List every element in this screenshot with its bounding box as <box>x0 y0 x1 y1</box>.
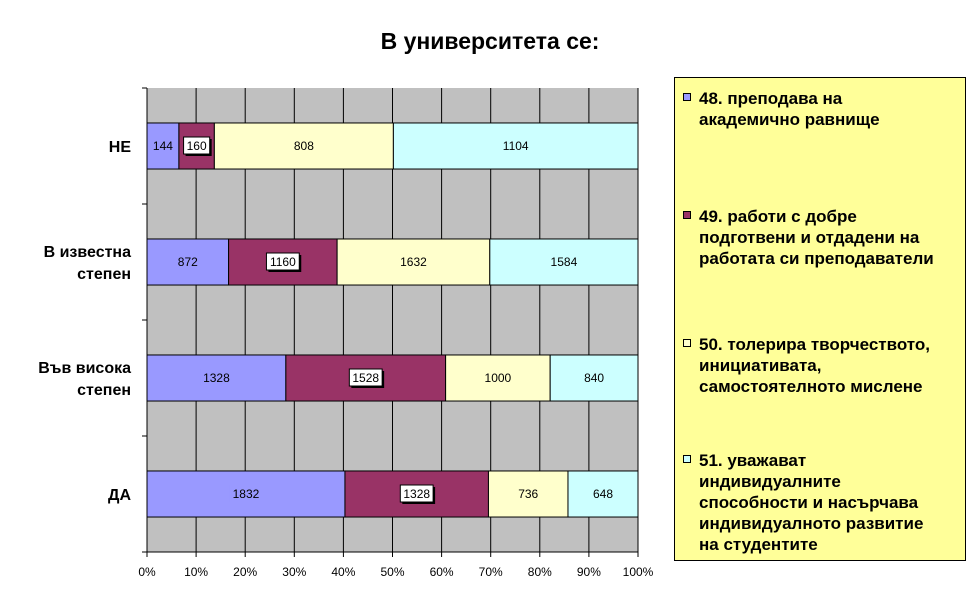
data-label-text: 144 <box>153 139 173 153</box>
data-label: 872 <box>174 253 201 270</box>
category-label: ДА <box>108 487 131 504</box>
data-label: 144 <box>149 137 177 154</box>
data-labels: 144 160 808 1104 872 1160 1632 1584 1328 1528 1000… <box>149 136 617 504</box>
data-label-text: 808 <box>294 139 314 153</box>
chart-title: В университета се: <box>380 28 600 54</box>
data-label-text: 160 <box>187 139 207 153</box>
data-label: 160 <box>183 136 212 156</box>
category-label-line: Във висока <box>38 360 131 377</box>
data-label-text: 1328 <box>403 487 430 501</box>
category-label-line: НЕ <box>109 139 132 156</box>
data-label-text: 1832 <box>233 487 260 501</box>
data-label-box <box>348 368 383 387</box>
data-label: 1328 <box>399 484 436 504</box>
data-label-text: 1104 <box>503 139 529 153</box>
data-label-box <box>399 484 434 503</box>
data-label-box <box>481 369 515 386</box>
data-label-box <box>589 485 617 502</box>
data-label-box <box>174 253 201 270</box>
data-label: 1832 <box>229 485 263 502</box>
data-label: 808 <box>290 137 317 154</box>
data-label-box <box>200 369 233 386</box>
data-label-text: 648 <box>593 487 613 501</box>
x-tick-label: 40% <box>331 565 355 579</box>
data-label-box <box>265 252 300 271</box>
x-tick-label: 50% <box>380 565 404 579</box>
data-label-box <box>499 137 533 154</box>
x-tick-label: 0% <box>138 565 156 579</box>
category-label: В известна степен <box>44 244 132 283</box>
x-tick-label: 10% <box>184 565 208 579</box>
data-label-text: 1584 <box>551 255 578 269</box>
data-label-text: 840 <box>584 371 604 385</box>
data-label: 1104 <box>499 137 533 154</box>
category-label-line: В известна <box>44 244 132 261</box>
x-tick-label: 30% <box>282 565 306 579</box>
data-label: 648 <box>589 485 617 502</box>
legend-swatch <box>683 455 691 463</box>
x-tick-label: 80% <box>528 565 552 579</box>
data-label-box <box>290 137 317 154</box>
data-label-text: 1160 <box>270 255 296 269</box>
data-label-text: 1000 <box>485 371 512 385</box>
data-label: 1528 <box>348 368 385 388</box>
data-label: 840 <box>581 369 608 386</box>
data-label-text: 1328 <box>203 371 230 385</box>
data-label-box <box>149 137 177 154</box>
category-label: Във висока степен <box>38 360 131 399</box>
x-tick-label: 70% <box>479 565 503 579</box>
category-label-line: степен <box>77 266 131 283</box>
data-label-box <box>183 136 211 155</box>
x-tick-label: 60% <box>430 565 454 579</box>
data-label: 1328 <box>200 369 233 386</box>
data-label: 1000 <box>481 369 515 386</box>
data-label-box <box>547 253 581 270</box>
data-label-box <box>397 253 430 270</box>
legend-swatch <box>683 339 691 347</box>
data-label: 1632 <box>397 253 430 270</box>
legend-label: 50. толерира творчеството,инициативата,с… <box>699 335 931 396</box>
legend-swatch <box>683 211 691 219</box>
legend-swatch <box>683 93 691 101</box>
data-label: 736 <box>515 485 542 502</box>
bar-chart: 144 160 808 1104 872 1160 1632 1584 1328 1528 1000… <box>38 87 654 579</box>
data-label-box <box>515 485 542 502</box>
data-label: 1584 <box>547 253 581 270</box>
x-tick-label: 100% <box>623 565 654 579</box>
data-label-text: 736 <box>518 487 538 501</box>
category-label-line: ДА <box>108 487 131 504</box>
x-tick-label: 90% <box>577 565 601 579</box>
category-label-line: степен <box>77 382 131 399</box>
data-label-text: 1632 <box>400 255 427 269</box>
data-label-box <box>229 485 263 502</box>
data-label: 1160 <box>265 252 302 272</box>
axes: 0% 10% 20% 30% 40% 50% 60% 70% 80% 90% 100% НЕ В изв… <box>38 87 654 579</box>
data-label-text: 1528 <box>352 371 379 385</box>
data-label-box <box>581 369 608 386</box>
x-tick-label: 20% <box>233 565 257 579</box>
data-label-text: 872 <box>178 255 198 269</box>
category-label: НЕ <box>109 139 132 156</box>
